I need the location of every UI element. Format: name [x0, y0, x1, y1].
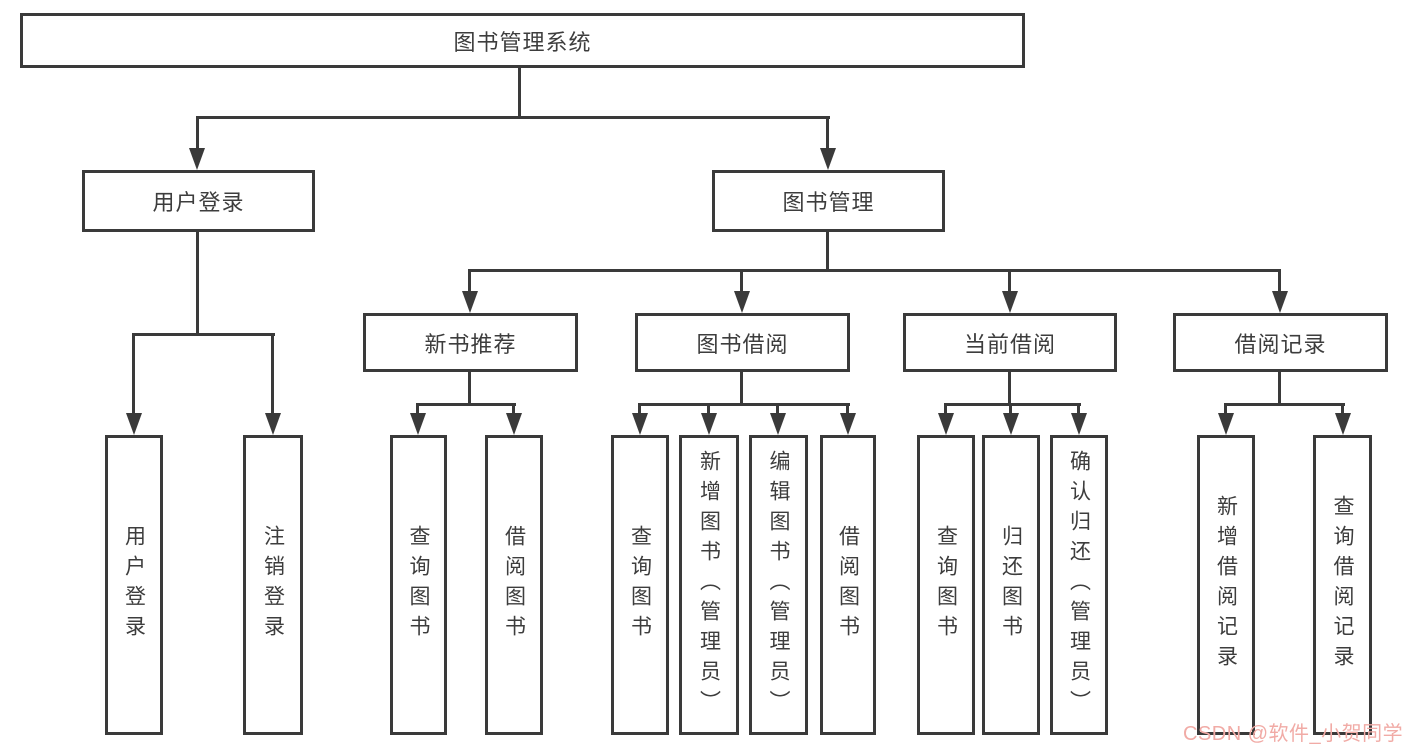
arrowhead-icon — [410, 413, 426, 435]
leaf-query-book-2-label: 查询图书 — [628, 525, 652, 645]
connector-line — [740, 269, 743, 293]
connector-line — [1008, 269, 1011, 293]
node-new-book-recommend-label: 新书推荐 — [424, 331, 517, 357]
connector-line — [468, 269, 471, 293]
connector-line — [826, 116, 829, 152]
connector-line — [132, 333, 275, 336]
connector-line — [132, 333, 135, 415]
node-borrow-records-label: 借阅记录 — [1234, 331, 1327, 357]
arrowhead-icon — [770, 413, 786, 435]
arrowhead-icon — [701, 413, 717, 435]
connector-line — [846, 403, 849, 416]
connector-line — [468, 269, 1281, 272]
arrowhead-icon — [1003, 413, 1019, 435]
node-book-management-label: 图书管理 — [782, 190, 875, 215]
leaf-logout-label: 注销登录 — [261, 525, 285, 645]
leaf-add-book-label: 新增图书（管理员） — [697, 450, 721, 720]
connector-line — [1077, 403, 1080, 416]
leaf-query-book-2: 查询图书 — [611, 435, 669, 735]
arrowhead-icon — [265, 413, 281, 435]
arrowhead-icon — [1272, 291, 1288, 313]
connector-line — [416, 403, 419, 416]
connector-line — [707, 403, 710, 416]
arrowhead-icon — [506, 413, 522, 435]
connector-line — [1278, 269, 1281, 293]
node-book-borrow-label: 图书借阅 — [696, 331, 789, 357]
node-user-login: 用户登录 — [82, 170, 315, 232]
csdn-watermark: CSDN @软件_小贺同学 — [1183, 723, 1404, 745]
leaf-query-book-1-label: 查询图书 — [407, 525, 430, 645]
node-current-borrow-label: 当前借阅 — [963, 331, 1056, 357]
arrowhead-icon — [462, 291, 478, 313]
arrowhead-icon — [938, 413, 954, 435]
node-new-book-recommend: 新书推荐 — [363, 313, 578, 372]
leaf-logout: 注销登录 — [243, 435, 303, 735]
connector-line — [826, 232, 829, 272]
connector-line — [1008, 372, 1011, 406]
arrowhead-icon — [820, 148, 836, 170]
connector-line — [196, 116, 199, 152]
connector-line — [196, 232, 199, 336]
leaf-confirm-return: 确认归还（管理员） — [1050, 435, 1108, 735]
leaf-query-borrow-record: 查询借阅记录 — [1313, 435, 1372, 735]
leaf-borrow-book-2: 借阅图书 — [820, 435, 876, 735]
node-current-borrow: 当前借阅 — [903, 313, 1117, 372]
arrowhead-icon — [189, 148, 205, 170]
arrowhead-icon — [1335, 413, 1351, 435]
arrowhead-icon — [734, 291, 750, 313]
leaf-borrow-book-1-label: 借阅图书 — [502, 525, 526, 645]
leaf-borrow-book-2-label: 借阅图书 — [836, 525, 860, 645]
leaf-edit-book: 编辑图书（管理员） — [749, 435, 808, 735]
connector-line — [468, 372, 471, 406]
leaf-add-borrow-record-label: 新增借阅记录 — [1214, 495, 1238, 675]
node-root-label: 图书管理系统 — [453, 29, 592, 55]
connector-line — [518, 68, 521, 118]
arrowhead-icon — [126, 413, 142, 435]
leaf-user-login: 用户登录 — [105, 435, 163, 735]
connector-line — [1224, 403, 1345, 406]
arrowhead-icon — [1071, 413, 1087, 435]
connector-line — [1341, 403, 1344, 416]
arrowhead-icon — [1218, 413, 1234, 435]
leaf-add-book: 新增图书（管理员） — [679, 435, 739, 735]
connector-line — [1009, 403, 1012, 416]
connector-line — [1278, 372, 1281, 406]
connector-line — [944, 403, 1081, 406]
leaf-borrow-book-1: 借阅图书 — [485, 435, 543, 735]
leaf-edit-book-label: 编辑图书（管理员） — [767, 450, 790, 720]
node-user-login-label: 用户登录 — [152, 190, 245, 215]
connector-line — [512, 403, 515, 416]
arrowhead-icon — [632, 413, 648, 435]
node-book-borrow: 图书借阅 — [635, 313, 850, 372]
connector-line — [271, 333, 274, 415]
connector-line — [776, 403, 779, 416]
node-root: 图书管理系统 — [20, 13, 1025, 68]
leaf-confirm-return-label: 确认归还（管理员） — [1067, 450, 1091, 720]
connector-line — [1224, 403, 1227, 416]
connector-line — [740, 372, 743, 406]
connector-line — [638, 403, 641, 416]
leaf-return-book-label: 归还图书 — [999, 525, 1023, 645]
leaf-query-borrow-record-label: 查询借阅记录 — [1331, 495, 1354, 675]
leaf-query-book-1: 查询图书 — [390, 435, 447, 735]
connector-line — [196, 116, 830, 119]
arrowhead-icon — [840, 413, 856, 435]
leaf-add-borrow-record: 新增借阅记录 — [1197, 435, 1255, 735]
connector-line — [944, 403, 947, 416]
node-borrow-records: 借阅记录 — [1173, 313, 1388, 372]
leaf-query-book-3-label: 查询图书 — [934, 525, 958, 645]
leaf-query-book-3: 查询图书 — [917, 435, 975, 735]
connector-line — [638, 403, 850, 406]
connector-line — [416, 403, 516, 406]
node-book-management: 图书管理 — [712, 170, 945, 232]
leaf-return-book: 归还图书 — [982, 435, 1040, 735]
leaf-user-login-label: 用户登录 — [122, 525, 146, 645]
arrowhead-icon — [1002, 291, 1018, 313]
